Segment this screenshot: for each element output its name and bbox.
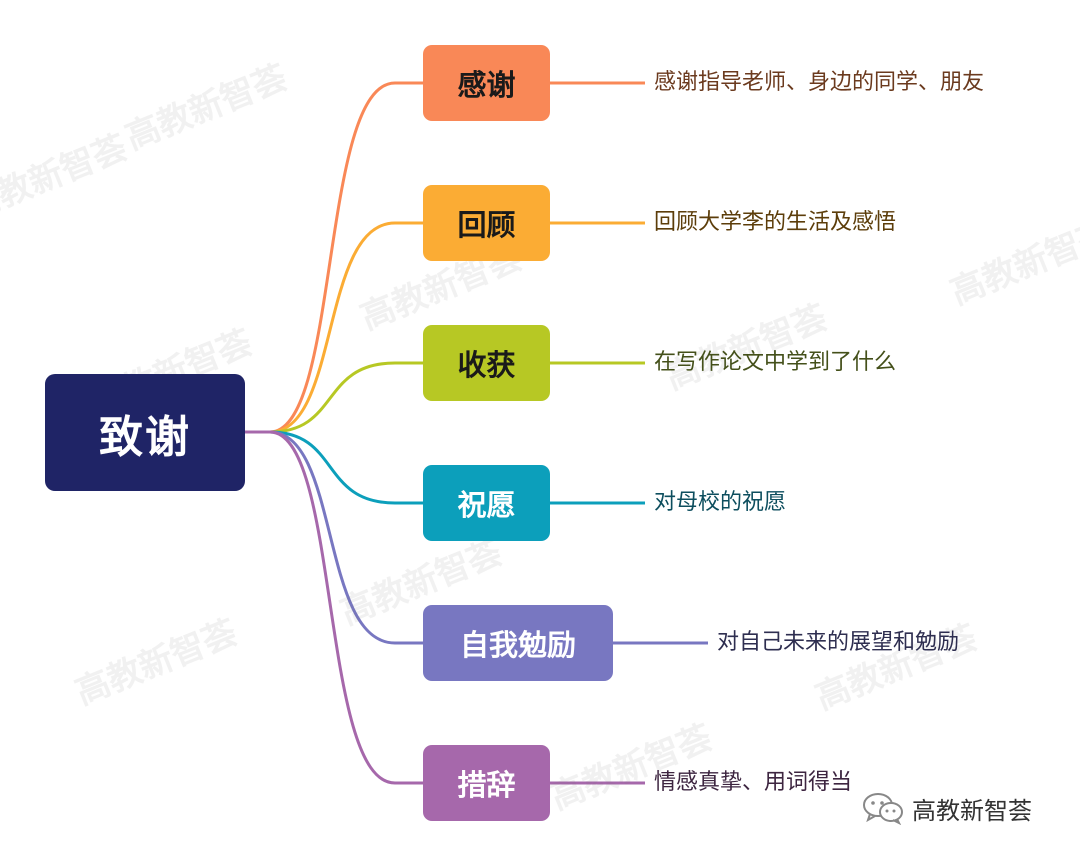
wechat-icon: [863, 793, 903, 825]
branch-description: 在写作论文中学到了什么: [654, 350, 897, 375]
branch-connector: [269, 221, 423, 434]
branch-node-review: 回顾: [423, 185, 550, 261]
branch-description: 对自己未来的展望和勉励: [717, 630, 960, 655]
root-node: 致谢: [45, 374, 245, 491]
branch-node-thanks: 感谢: [423, 45, 550, 121]
branch-description: 情感真挚、用词得当: [654, 770, 853, 795]
branch-node-wording: 措辞: [423, 745, 550, 821]
branch-node-self-encouragement: 自我勉励: [423, 605, 613, 681]
source-credit: 高教新智荟: [862, 790, 1032, 826]
credit-text: 高教新智荟: [912, 796, 1032, 825]
branch-connector: [269, 430, 423, 505]
branch-connector: [269, 81, 423, 434]
branch-node-wishes: 祝愿: [423, 465, 550, 541]
branch-description: 感谢指导老师、身边的同学、朋友: [654, 70, 985, 95]
branch-description: 回顾大学李的生活及感悟: [654, 210, 897, 235]
branch-connector: [269, 430, 423, 645]
branch-connector: [269, 361, 423, 434]
branch-node-gains: 收获: [423, 325, 550, 401]
branch-description: 对母校的祝愿: [654, 490, 787, 515]
branch-connector: [269, 430, 423, 785]
